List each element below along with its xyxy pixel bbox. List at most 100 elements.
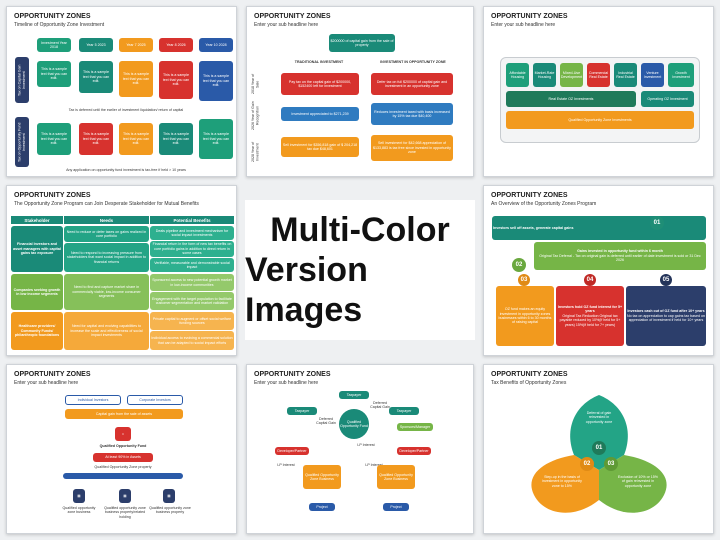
header-needs: Needs xyxy=(64,216,149,224)
num-02: 02 xyxy=(512,258,526,272)
item-5: Venture Investment xyxy=(641,63,664,87)
slide-title: OPPORTUNITY ZONES xyxy=(491,371,568,378)
row-label-0: 2018 Year of Sale xyxy=(251,73,260,95)
qualified-oz: Qualified Opportunity Zone Investments xyxy=(506,111,694,129)
num-03: 03 xyxy=(604,457,618,471)
step-4-detail: Original Tax Reduction Original tax paya… xyxy=(559,313,621,327)
slide-stakeholders[interactable]: OPPORTUNITY ZONES The Opportunity Zone P… xyxy=(6,185,237,356)
sponsors: Sponsors/Manager xyxy=(397,423,433,431)
row-1-benefit-0: Sponsored access to new potential growth… xyxy=(150,274,234,291)
row-label-2: Tax on Opportunity Fund Investment xyxy=(15,117,29,167)
step-1: Investors sell off assets, generate capi… xyxy=(492,216,706,240)
partner-left: Developer/Partner xyxy=(275,447,309,455)
row-0-stake: Financial Investors and asset managers w… xyxy=(11,226,63,272)
cell-1-3: This is a sample text that you can edit. xyxy=(119,61,153,97)
cell-2-1: Sell investment for $42,668 appreciation… xyxy=(371,135,453,161)
building-icon-1: ▦ xyxy=(73,489,85,503)
slide-subtitle: Tax Benefits of Opportunity Zones xyxy=(491,380,567,386)
row-2-need-0: Need for capital and evolving capabiliti… xyxy=(64,312,149,350)
row-1-stake: Companies seeking growth in low income s… xyxy=(11,274,63,310)
col-header-oz: INVESTMENT IN OPPORTUNITY ZONE xyxy=(380,60,446,64)
slide-subtitle: Enter your sub headline here xyxy=(14,380,79,386)
benefit-2: Step-up in the basis of investment in op… xyxy=(542,475,582,488)
cell-2-1: This is a sample text that you can edit. xyxy=(37,123,71,155)
bottom-2: Qualified opportunity zone business prop… xyxy=(149,506,191,515)
slide-overview[interactable]: OPPORTUNITY ZONES An Overview of the Opp… xyxy=(483,185,714,356)
slide-structure[interactable]: OPPORTUNITY ZONES Enter your sub headlin… xyxy=(246,364,474,534)
slide-subtitle: The Opportunity Zone Program can Join De… xyxy=(14,201,199,207)
deferred-right: Deferred Capital Gain xyxy=(370,401,390,410)
step-4-text: Investors hold OZ fund interest for 5+ y… xyxy=(557,304,623,314)
row-label-1: 2026 Year of Gain Recognition xyxy=(251,101,260,131)
year-3: Year 8 2026 xyxy=(159,38,193,52)
step-1-text: Investors sell off assets, generate capi… xyxy=(493,225,574,230)
fund-circle: Qualified Opportunity Fund xyxy=(339,409,369,439)
slide-tax-benefits[interactable]: OPPORTUNITY ZONES Tax Benefits of Opport… xyxy=(483,364,714,534)
real-estate-oz: Real Estate OZ Investments xyxy=(506,91,636,107)
step-5: Investors cash out of OZ fund after 10+ … xyxy=(626,286,706,346)
slide-investment-types[interactable]: OPPORTUNITY ZONES Enter your sub headlin… xyxy=(483,6,714,177)
step-5-detail: No tax on appreciation to cap gains tax … xyxy=(627,313,705,323)
row-0-need-1: Need to respond to increasing pressure f… xyxy=(64,243,149,272)
cell-0-0: Pay tax on the capital gain of $200000, … xyxy=(281,73,359,95)
slide-comparison[interactable]: OPPORTUNITY ZONES Enter your sub headlin… xyxy=(246,6,474,177)
slide-subtitle: An Overview of the Opportunity Zones Pro… xyxy=(491,201,597,207)
slide-fund-flow[interactable]: OPPORTUNITY ZONES Enter your sub headlin… xyxy=(6,364,237,534)
note-2: Any application on opportunity fund inve… xyxy=(66,168,186,172)
item-6: Growth Investment xyxy=(668,63,694,87)
project-left: Project xyxy=(309,503,335,511)
step-3: OZ fund makes an equity investment in op… xyxy=(496,286,554,346)
cell-1-1: Reduces investment taxed with basis incr… xyxy=(371,103,453,125)
qozp-label: Qualified Opportunity Zone property xyxy=(94,465,152,469)
slide-subtitle: Enter your sub headline here xyxy=(254,22,319,28)
header-benefits: Potential Benefits xyxy=(150,216,234,224)
deferred-left: Deferred Capital Gain xyxy=(316,417,336,426)
note-1: Tax is deferred until the earlier of inv… xyxy=(68,108,184,112)
row-0-benefit-0: Deals pipeline and investment mechanism … xyxy=(150,226,234,240)
benefit-1: Deferral of gain reinvested in opportuni… xyxy=(585,411,613,424)
year-2: Year 7 2025 xyxy=(119,38,153,52)
partner-right: Developer/Partner xyxy=(397,447,431,455)
taxpayer-right: Taxpayer xyxy=(389,407,419,415)
step-2-detail: Original Tax Deferral - Tax on original … xyxy=(539,253,701,263)
num-01: 01 xyxy=(592,441,606,455)
operating-oz: Operating OZ Investment xyxy=(641,91,694,107)
petal-top xyxy=(570,395,628,470)
item-1: Market-Rate Housing xyxy=(533,63,556,87)
row-2-benefit-0: Private capital to augment or offset soc… xyxy=(150,312,234,330)
slide-title: OPPORTUNITY ZONES xyxy=(491,13,568,20)
lp-1: LP Interest xyxy=(357,443,375,447)
row-1-benefit-1: Engagement with the target population to… xyxy=(150,292,234,310)
row-label-1: Tax on Capital Gain Investment xyxy=(15,57,29,103)
step-2: Gains invested in opportunity fund withi… xyxy=(534,242,706,270)
item-4: Industrial Real Estate xyxy=(614,63,637,87)
header-stakeholder: Stakeholder xyxy=(11,216,63,224)
row-0-benefit-2: Verifiable, measurable and demonstrable … xyxy=(150,258,234,272)
bottom-0: Qualified opportunity zone business xyxy=(62,506,96,515)
corporate-investors: Corporate Investors xyxy=(127,395,183,405)
lp-2: LP Interest xyxy=(365,463,383,467)
biz-left: Qualified Opportunity Zone Business xyxy=(303,465,341,489)
row-0-benefit-1: Financial return in the form of new tax … xyxy=(150,241,234,257)
col-header-traditional: TRADITIONAL INVESTMENT xyxy=(294,60,344,64)
cell-1-5: This is a sample text that you can edit. xyxy=(199,61,233,101)
cell-2-4: This is a sample text that you can edit. xyxy=(159,123,193,155)
cell-1-1: This is a sample text that you can edit. xyxy=(37,61,71,87)
slide-title: OPPORTUNITY ZONES xyxy=(491,192,568,199)
cell-1-4: This is a sample text that you can edit. xyxy=(159,61,193,99)
slide-title: OPPORTUNITY ZONES xyxy=(14,371,91,378)
zone-bar: At least 90% in Assets xyxy=(93,453,153,462)
num-03: 03 xyxy=(518,274,530,286)
capital-gain-bar: Capital gain from the sale of assets xyxy=(65,409,183,419)
fund-label: Qualified Opportunity Fund xyxy=(99,444,147,448)
slide-timeline[interactable]: OPPORTUNITY ZONES Timeline of Opportunit… xyxy=(6,6,237,177)
step-4: Investors hold OZ fund interest for 5+ y… xyxy=(556,286,624,346)
cell-2-2: This is a sample text that you can edit. xyxy=(79,123,113,155)
item-3: Commercial Real Estate xyxy=(587,63,610,87)
cell-2-3: This is a sample text that you can edit. xyxy=(119,123,153,155)
slide-subtitle: Enter your sub headline here xyxy=(254,380,319,386)
slide-title: OPPORTUNITY ZONES xyxy=(14,13,91,20)
fund-icon: ⌂ xyxy=(115,427,131,441)
building-icon-2: ▦ xyxy=(119,489,131,503)
project-right: Project xyxy=(383,503,409,511)
